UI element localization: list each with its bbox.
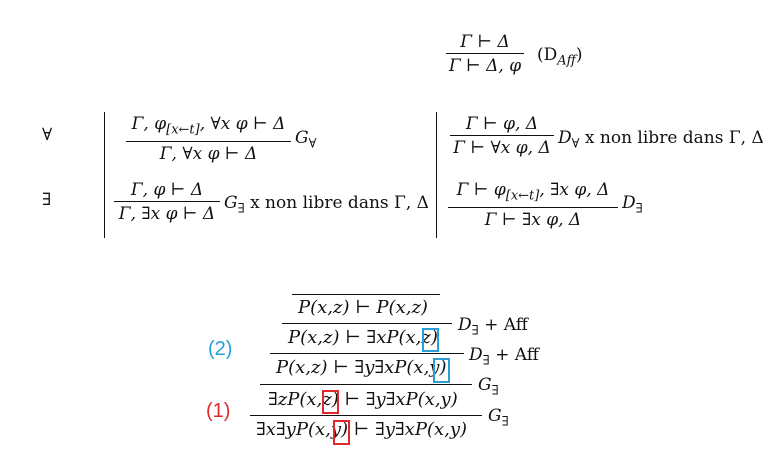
proof-line-3: P(x,z) ⊢ ∃y∃xP(x,y) [276, 357, 447, 378]
g-forall-num-sub: [x←t] [166, 122, 200, 138]
proof-rule-3-sub: ∃ [482, 353, 490, 369]
proof-rule-2-sub: ∃ [471, 323, 479, 339]
d-forall-label-text: D [558, 128, 572, 148]
proof-line-5: ∃x∃yP(x,y) ⊢ ∃y∃xP(x,y) [256, 419, 467, 440]
step-label-2: (2) [208, 338, 233, 360]
highlight-box-red-z [322, 390, 339, 414]
d-exists-num-a: Γ ⊢ φ [456, 180, 506, 200]
proof-bar-2 [270, 353, 464, 354]
g-forall-label-sub: ∀ [308, 136, 317, 152]
proof-axiom-bar [292, 294, 440, 295]
table-middle-divider [436, 112, 437, 238]
step-label-1: (1) [206, 400, 231, 422]
daff-denominator: Γ ⊢ Δ, φ [448, 56, 522, 76]
daff-label-sub: Aff [557, 53, 576, 69]
g-forall-num-a: Γ, φ [131, 114, 167, 134]
proof-line-2: P(x,z) ⊢ ∃xP(x,z) [288, 327, 438, 348]
proof-rule-5-text: G [488, 406, 502, 426]
proof-line-4-a: ∃zP(x, [268, 389, 323, 410]
proof-line-4-boxed-z: z [322, 389, 332, 410]
daff-bar [446, 53, 524, 54]
proof-rule-5: G∃ [488, 406, 509, 429]
d-forall-rule: Γ ⊢ φ, Δ Γ ⊢ ∀x φ, Δ [450, 114, 554, 158]
proof-line-5-boxed-y: y [330, 419, 342, 440]
g-forall-num-rest: , ∀x φ ⊢ Δ [199, 114, 286, 134]
proof-line-3-a: P(x,z) ⊢ ∃y∃xP(x, [276, 357, 430, 378]
proof-line-4-c: ) ⊢ ∃y∃xP(x,y) [331, 389, 458, 410]
g-exists-label-text: G [224, 193, 238, 213]
d-exists-denominator: Γ ⊢ ∃x φ, Δ [484, 210, 582, 231]
d-forall-label: D∀ x non libre dans Γ, Δ [558, 128, 764, 151]
proof-bar-1 [282, 323, 452, 324]
proof-bar-3 [260, 384, 472, 385]
d-exists-rule: Γ ⊢ φ[x←t], ∃x φ, Δ Γ ⊢ ∃x φ, Δ [448, 180, 618, 230]
proof-line-1-text: P(x,z) ⊢ P(x,z) [298, 297, 428, 318]
g-exists-denominator: Γ, ∃x φ ⊢ Δ [118, 204, 216, 224]
daff-numerator: Γ ⊢ Δ [460, 32, 510, 52]
proof-line-1: P(x,z) ⊢ P(x,z) [298, 297, 428, 319]
d-exists-numerator: Γ ⊢ φ[x←t], ∃x φ, Δ [448, 180, 618, 206]
proof-rule-2: D∃ + Aff [458, 315, 528, 338]
proof-line-2-boxed-z: z [421, 327, 431, 348]
g-forall-rule: Γ, φ[x←t], ∀x φ ⊢ Δ Γ, ∀x φ ⊢ Δ [126, 114, 291, 164]
proof-rule-3-text: D [469, 345, 483, 365]
proof-rule-4: G∃ [478, 375, 499, 398]
g-exists-numerator: Γ, φ ⊢ Δ [130, 180, 204, 200]
d-forall-bar [450, 135, 554, 136]
proof-rule-2-text: D [458, 315, 472, 335]
g-forall-label-text: G [295, 128, 309, 148]
proof-rule-2-suffix: + Aff [478, 315, 528, 335]
d-exists-num-rest: , ∃x φ, Δ [539, 180, 610, 200]
g-exists-rule: Γ, φ ⊢ Δ Γ, ∃x φ ⊢ Δ [114, 180, 220, 224]
g-forall-bar [126, 141, 291, 143]
d-forall-label-sub: ∀ [571, 136, 580, 152]
proof-bar-4 [250, 415, 482, 416]
daff-rule: Γ ⊢ Δ Γ ⊢ Δ, φ [446, 32, 524, 76]
proof-line-4: ∃zP(x,z) ⊢ ∃y∃xP(x,y) [268, 389, 458, 410]
proof-line-2-c: ) [430, 327, 438, 348]
daff-label: (DAff) [537, 45, 583, 68]
g-forall-label: G∀ [295, 128, 316, 151]
proof-rule-4-text: G [478, 375, 492, 395]
d-exists-label-text: D [622, 193, 636, 213]
proof-line-5-a: ∃x∃yP(x, [256, 419, 331, 440]
g-forall-denominator: Γ, ∀x φ ⊢ Δ [159, 144, 258, 165]
g-exists-bar [114, 201, 220, 202]
proof-rule-4-sub: ∃ [491, 383, 499, 399]
highlight-box-red-y [333, 420, 350, 445]
daff-label-close: ) [575, 45, 583, 65]
g-exists-label-sub: ∃ [237, 201, 245, 217]
d-forall-numerator: Γ ⊢ φ, Δ [465, 114, 539, 134]
d-exists-bar [448, 207, 618, 209]
proof-line-5-c: ) ⊢ ∃y∃xP(x,y) [341, 419, 468, 440]
proof-line-2-a: P(x,z) ⊢ ∃xP(x, [288, 327, 422, 348]
table-left-divider [104, 112, 105, 238]
proof-line-3-c: ) [439, 357, 447, 378]
highlight-box-blue-z [422, 328, 439, 352]
d-forall-condition: x non libre dans Γ, Δ [584, 128, 764, 148]
g-exists-label: G∃ x non libre dans Γ, Δ [224, 193, 429, 216]
proof-rule-5-sub: ∃ [501, 414, 509, 430]
proof-rule-3-suffix: + Aff [489, 345, 539, 365]
daff-label-text: (D [537, 45, 558, 65]
d-exists-num-sub: [x←t] [505, 188, 540, 204]
exists-row-symbol: ∃ [42, 190, 52, 210]
proof-rule-3: D∃ + Aff [469, 345, 539, 368]
forall-row-symbol: ∀ [42, 125, 53, 145]
d-exists-label: D∃ [622, 193, 643, 216]
d-forall-denominator: Γ ⊢ ∀x φ, Δ [453, 138, 551, 158]
g-exists-condition: x non libre dans Γ, Δ [250, 193, 429, 213]
d-exists-label-sub: ∃ [635, 201, 643, 217]
g-forall-numerator: Γ, φ[x←t], ∀x φ ⊢ Δ [126, 114, 291, 140]
highlight-box-blue-y [433, 358, 450, 383]
